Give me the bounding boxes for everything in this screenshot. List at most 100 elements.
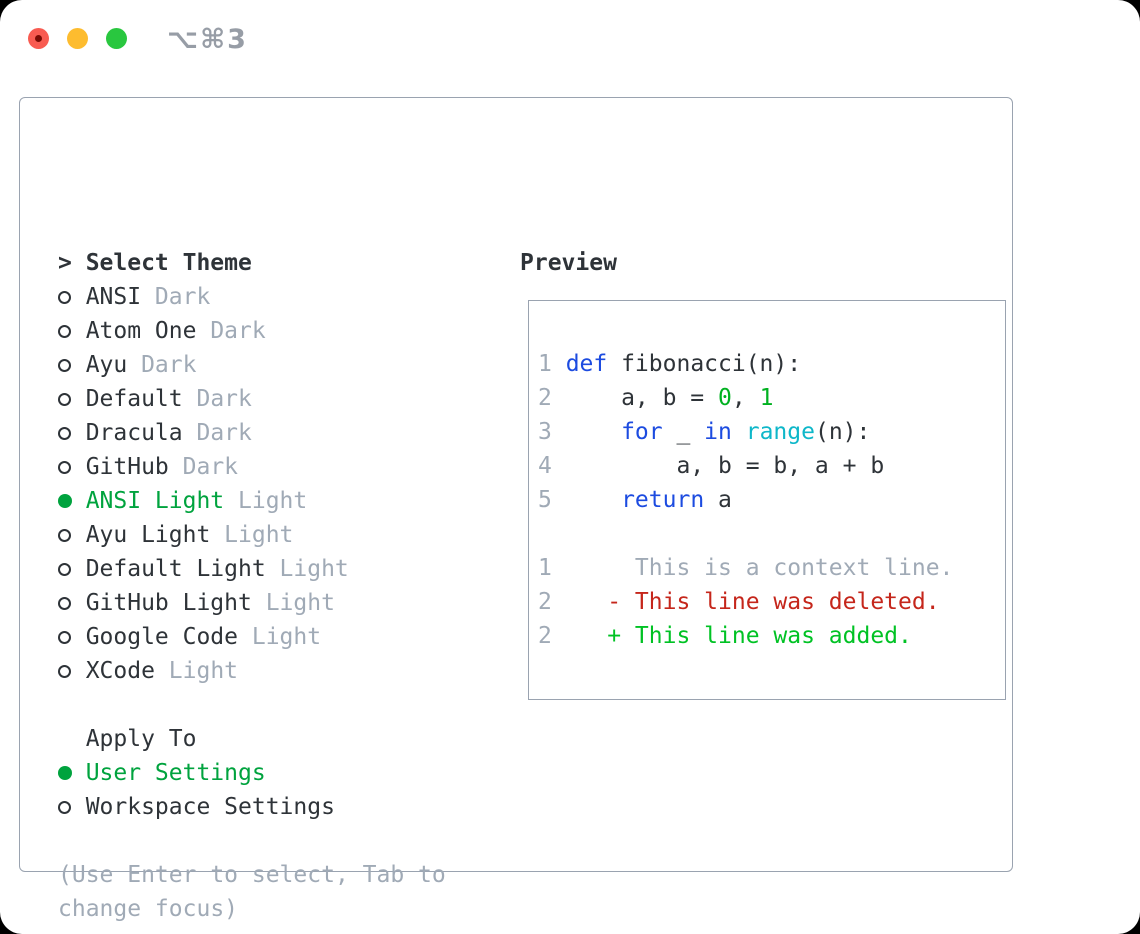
theme-variant-label: Dark xyxy=(196,386,252,412)
radio-icon xyxy=(58,596,71,610)
code-line: 2 + This line was added. xyxy=(538,619,1005,653)
titlebar: ⌥⌘3 xyxy=(0,0,1140,76)
theme-variant-label: Light xyxy=(265,590,335,616)
theme-option-ansi-light[interactable]: ANSI Light Light xyxy=(58,484,508,518)
theme-option-label: Ayu Light xyxy=(85,522,211,548)
theme-option-label: Default Light xyxy=(85,556,266,582)
radio-marker xyxy=(58,426,86,440)
focus-arrow-icon: > xyxy=(58,250,72,276)
radio-marker xyxy=(58,562,86,576)
line-number: 1 xyxy=(538,555,566,581)
window-shortcut-label: ⌥⌘3 xyxy=(167,24,248,55)
line-content: a, b = 0, 1 xyxy=(565,385,774,411)
theme-option-ansi[interactable]: ANSI Dark xyxy=(58,280,508,314)
apply-option-workspace-settings[interactable]: Workspace Settings xyxy=(58,790,508,824)
theme-option-github[interactable]: GitHub Dark xyxy=(58,450,508,484)
radio-marker xyxy=(58,630,86,644)
code-line: 5 return a xyxy=(538,483,1005,517)
radio-selected-icon xyxy=(58,494,72,508)
theme-list-header: > Select Theme xyxy=(58,246,508,280)
theme-option-label: Ayu xyxy=(85,352,128,378)
theme-option-ayu[interactable]: Ayu Dark xyxy=(58,348,508,382)
theme-variant-label: Dark xyxy=(196,420,252,446)
apply-to-title: Apply To xyxy=(85,726,197,752)
code-line: 3 for _ in range(n): xyxy=(538,415,1005,449)
line-number: 5 xyxy=(538,487,566,513)
theme-option-google-code[interactable]: Google Code Light xyxy=(58,620,508,654)
theme-option-label: ANSI xyxy=(85,284,142,310)
theme-option-label: Google Code xyxy=(85,624,239,650)
theme-option-default-light[interactable]: Default Light Light xyxy=(58,552,508,586)
radio-marker xyxy=(58,494,86,508)
line-content: for _ in range(n): xyxy=(621,419,871,445)
code-line: 2 a, b = 0, 1 xyxy=(538,381,1005,415)
code-line: 1 def fibonacci(n): xyxy=(538,347,1005,381)
theme-option-label: Atom One xyxy=(85,318,197,344)
theme-variant-label: Light xyxy=(251,624,322,650)
line-content: return a xyxy=(621,487,732,513)
apply-to-header: Apply To xyxy=(58,722,508,756)
code-line: 2 - This line was deleted. xyxy=(538,585,1005,619)
radio-marker xyxy=(58,324,86,338)
maximize-button[interactable] xyxy=(106,28,127,49)
radio-marker xyxy=(58,596,86,610)
radio-icon xyxy=(58,664,71,678)
theme-variant-label: Dark xyxy=(141,352,197,378)
line-content: + This line was added. xyxy=(565,623,912,649)
radio-icon xyxy=(58,460,71,474)
theme-option-github-light[interactable]: GitHub Light Light xyxy=(58,586,508,620)
close-dot-icon xyxy=(35,35,42,42)
theme-variant-label: Light xyxy=(238,488,308,514)
theme-option-label: GitHub xyxy=(85,454,169,480)
theme-variant-label: Dark xyxy=(182,454,239,480)
theme-variant-label: Light xyxy=(279,556,349,582)
apply-option-label: Workspace Settings xyxy=(85,794,335,820)
theme-option-label: Dracula xyxy=(85,420,183,446)
theme-option-label: GitHub Light xyxy=(85,590,252,616)
line-number: 2 xyxy=(538,623,566,649)
theme-option-dracula[interactable]: Dracula Dark xyxy=(58,416,508,450)
radio-marker xyxy=(58,664,86,678)
help-text: (Use Enter to select, Tab to change focu… xyxy=(58,862,446,922)
apply-option-label: User Settings xyxy=(85,760,266,786)
code-line: 4 a, b = b, a + b xyxy=(538,449,1005,483)
radio-icon xyxy=(58,630,71,644)
theme-variant-label: Dark xyxy=(154,284,211,310)
radio-icon xyxy=(58,562,71,576)
close-button[interactable] xyxy=(28,28,49,49)
apply-option-user-settings[interactable]: User Settings xyxy=(58,756,508,790)
radio-marker xyxy=(58,528,86,542)
line-number: 4 xyxy=(538,453,566,479)
radio-icon xyxy=(58,290,71,304)
theme-option-label: ANSI Light xyxy=(85,488,225,514)
theme-list-title: Select Theme xyxy=(85,250,252,276)
radio-icon xyxy=(58,392,71,406)
radio-marker xyxy=(58,290,86,304)
radio-icon xyxy=(58,324,71,338)
preview-title: Preview xyxy=(520,250,617,276)
line-content: - This line was deleted. xyxy=(565,589,940,615)
code-line xyxy=(538,517,1005,551)
theme-variant-label: Light xyxy=(168,658,239,684)
radio-icon xyxy=(58,358,71,372)
line-content: a, b = b, a + b xyxy=(565,453,885,479)
radio-icon xyxy=(58,426,71,440)
radio-selected-icon xyxy=(58,766,72,780)
radio-icon xyxy=(58,800,71,814)
minimize-button[interactable] xyxy=(67,28,88,49)
line-number: 2 xyxy=(538,589,566,615)
line-number: 3 xyxy=(538,419,566,445)
line-number: 2 xyxy=(538,385,566,411)
line-number: 1 xyxy=(538,351,566,377)
